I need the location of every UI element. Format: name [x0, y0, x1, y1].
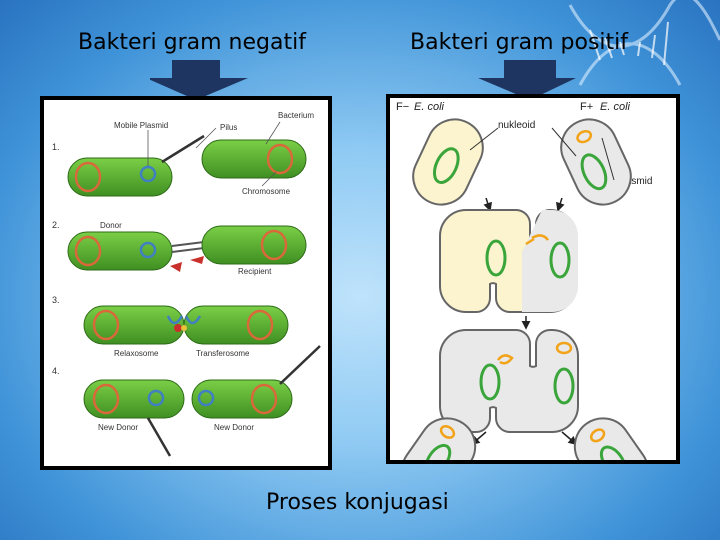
- step-1-number: 1.: [52, 142, 60, 152]
- gram-positive-conjugation-figure: F− E. coli F+ E. coli nukleoid plasmid: [386, 94, 680, 500]
- label-pilus: Pilus: [220, 123, 237, 132]
- label-recipient: Recipient: [238, 267, 272, 276]
- label-f-plus: F+: [580, 101, 593, 113]
- slide-caption: Proses konjugasi: [266, 490, 449, 515]
- label-chromosome: Chromosome: [242, 187, 291, 196]
- step-4-number: 4.: [52, 366, 60, 376]
- label-relaxosome: Relaxosome: [114, 349, 159, 358]
- gram-negative-conjugation-figure: 1. 2. 3. 4. Mobile Plasmid Pilus Bacteri…: [40, 96, 332, 470]
- label-new-donor-2: New Donor: [214, 423, 254, 432]
- label-mobile-plasmid: Mobile Plasmid: [114, 121, 168, 130]
- label-bacterium: Bacterium: [278, 111, 314, 120]
- dna-helix-decoration: [568, 0, 720, 86]
- label-ecoli-right: E. coli: [600, 101, 631, 113]
- down-arrow-right: [478, 60, 576, 100]
- label-plasmid: plasmid: [618, 176, 652, 187]
- title-gram-negative: Bakteri gram negatif: [78, 30, 306, 55]
- label-nucleoid: nukleoid: [498, 120, 535, 131]
- step-3-number: 3.: [52, 295, 60, 305]
- label-transferosome: Transferosome: [196, 349, 250, 358]
- title-gram-positive: Bakteri gram positif: [410, 30, 629, 55]
- label-f-minus: F−: [396, 101, 409, 113]
- label-ecoli-left: E. coli: [414, 101, 445, 113]
- down-arrow-left: [150, 60, 248, 100]
- label-new-donor-1: New Donor: [98, 423, 138, 432]
- step-2-number: 2.: [52, 220, 60, 230]
- conjugation-diagram-right: F− E. coli F+ E. coli nukleoid plasmid: [396, 101, 652, 500]
- label-donor: Donor: [100, 221, 122, 230]
- conjugation-diagram-left: 1. 2. 3. 4. Mobile Plasmid Pilus Bacteri…: [52, 111, 321, 457]
